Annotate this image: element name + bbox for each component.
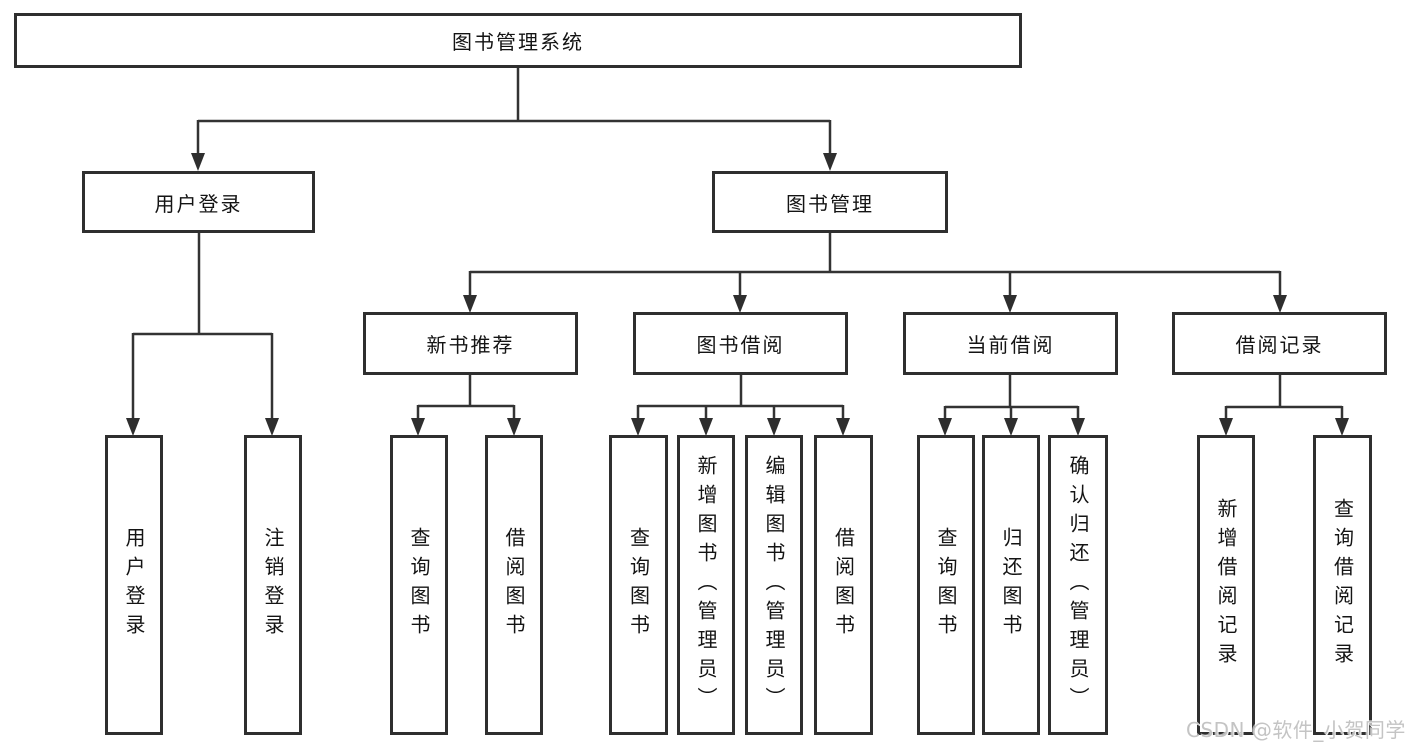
node-current-borrowing: 当前借阅	[903, 312, 1118, 375]
leaf-bb-borrow-books: 借阅图书	[814, 435, 873, 735]
leaf-nbr-query-books: 查询图书	[390, 435, 448, 735]
node-book-borrowing-label: 图书借阅	[696, 333, 785, 357]
leaf-cb-return-books: 归还图书	[982, 435, 1040, 735]
leaf-cb-confirm-return-admin: 确认归还（管理员）	[1048, 435, 1108, 735]
node-current-borrowing-label: 当前借阅	[966, 333, 1055, 357]
node-root-label: 图书管理系统	[452, 30, 584, 54]
leaf-logout: 注销登录	[244, 435, 302, 735]
leaf-cb-query-books: 查询图书	[917, 435, 975, 735]
leaf-bb-edit-books-admin: 编辑图书（管理员）	[745, 435, 803, 735]
node-new-book-recommendation-label: 新书推荐	[426, 333, 515, 357]
leaf-bb-query-books-label: 查询图书	[626, 527, 651, 643]
leaf-bb-add-books-admin: 新增图书（管理员）	[677, 435, 735, 735]
leaf-br-query-borrow-record-label: 查询借阅记录	[1330, 498, 1355, 672]
leaf-br-add-borrow-record-label: 新增借阅记录	[1214, 498, 1238, 672]
leaf-bb-edit-books-admin-label: 编辑图书（管理员）	[762, 454, 786, 716]
leaf-br-add-borrow-record: 新增借阅记录	[1197, 435, 1255, 735]
leaf-nbr-borrow-books-label: 借阅图书	[502, 527, 526, 643]
node-borrowing-records-label: 借阅记录	[1235, 333, 1324, 357]
watermark: CSDN @软件_小贺同学	[1186, 718, 1405, 742]
node-root: 图书管理系统	[14, 13, 1022, 68]
node-user-login: 用户登录	[82, 171, 315, 233]
leaf-nbr-query-books-label: 查询图书	[407, 527, 431, 643]
leaf-user-login-label: 用户登录	[122, 527, 146, 643]
leaf-bb-borrow-books-label: 借阅图书	[831, 527, 856, 643]
leaf-user-login: 用户登录	[105, 435, 163, 735]
leaf-logout-label: 注销登录	[261, 527, 285, 643]
node-book-borrowing: 图书借阅	[633, 312, 848, 375]
leaf-bb-query-books: 查询图书	[609, 435, 668, 735]
node-borrowing-records: 借阅记录	[1172, 312, 1387, 375]
node-book-management: 图书管理	[712, 171, 948, 233]
node-user-login-label: 用户登录	[154, 191, 243, 216]
leaf-bb-add-books-admin-label: 新增图书（管理员）	[694, 454, 718, 716]
leaf-cb-query-books-label: 查询图书	[934, 527, 958, 643]
leaf-nbr-borrow-books: 借阅图书	[485, 435, 543, 735]
leaf-cb-return-books-label: 归还图书	[999, 527, 1023, 643]
leaf-br-query-borrow-record: 查询借阅记录	[1313, 435, 1372, 735]
node-new-book-recommendation: 新书推荐	[363, 312, 578, 375]
node-book-management-label: 图书管理	[786, 191, 874, 216]
leaf-cb-confirm-return-admin-label: 确认归还（管理员）	[1066, 454, 1090, 716]
